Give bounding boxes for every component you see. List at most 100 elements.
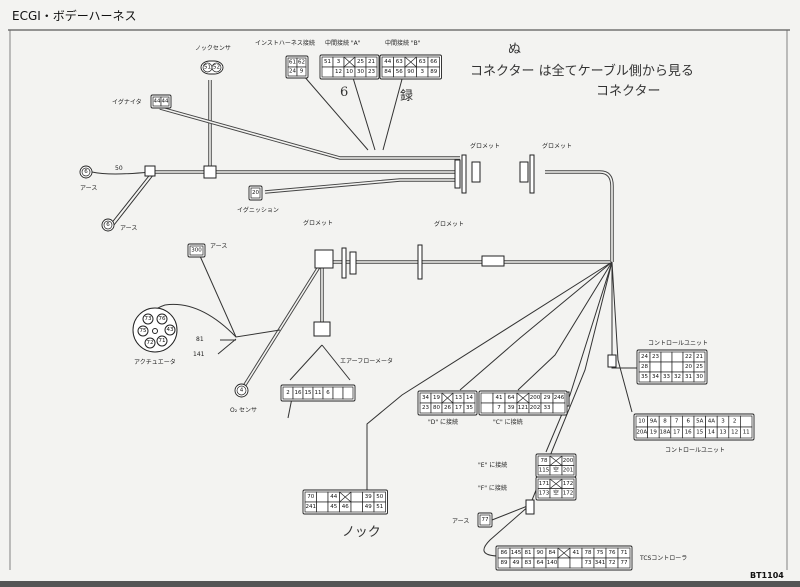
inst-harness-label: インストハーネス接続 <box>255 39 315 47</box>
pin-cell <box>740 415 753 428</box>
pin-cell <box>81 167 91 177</box>
pin-label: 202 <box>530 405 541 411</box>
pin-label: 75 <box>597 550 604 556</box>
pin-label: 空 <box>553 488 559 496</box>
pin-label: 341 <box>595 560 606 566</box>
pin-cell <box>189 245 204 256</box>
pin-label: 4A <box>708 419 715 425</box>
pin-label: 41 <box>496 395 503 401</box>
pin-cell <box>480 402 494 414</box>
pin-label: 26 <box>444 405 451 411</box>
pin-label: 7 <box>497 405 501 411</box>
pin-cell <box>740 426 753 439</box>
pin-label: 11 <box>743 430 750 436</box>
pin-cell <box>660 351 673 363</box>
pin-label: 50 <box>376 494 383 500</box>
pin-label: 64 <box>537 560 544 566</box>
pin-label: 15 <box>305 390 312 396</box>
connector-earth300: 300 <box>187 243 206 258</box>
pin-label: 72 <box>147 340 154 346</box>
pin-label: 33 <box>663 374 670 380</box>
pin-label: 46 <box>342 504 349 510</box>
pin-label: 70 <box>307 494 314 500</box>
pin-label: 200 <box>563 458 574 464</box>
pin-cell <box>296 66 307 77</box>
pin-label: 11 <box>315 390 322 396</box>
earth-label-1: アース <box>80 185 97 192</box>
pin-cell <box>671 361 684 373</box>
pin-label: 64 <box>508 395 515 401</box>
pin-cell <box>316 491 329 503</box>
pin-label: 78 <box>585 550 592 556</box>
pin-label: 29 <box>544 395 551 401</box>
pin-label: 83 <box>525 560 532 566</box>
pin-label: 121 <box>518 405 529 411</box>
control-unit-label-1: コントロールユニット <box>648 340 708 347</box>
pin-label: 21 <box>696 354 703 360</box>
connector-o2: 4 <box>234 383 249 398</box>
empty-pin-mark <box>557 547 571 559</box>
pin-label: 28 <box>641 364 648 370</box>
pin-label: 241 <box>306 504 317 510</box>
pin-label: 12 <box>335 69 342 75</box>
pin-label: 10 <box>346 69 353 75</box>
pin-label: 44 <box>330 494 337 500</box>
pin-label: 20 <box>252 190 259 196</box>
actuator-label: アクチュエータ <box>134 358 176 366</box>
pin-label: 23 <box>422 405 429 411</box>
pin-label: 44 <box>162 99 169 105</box>
pin-label: 31 <box>685 374 692 380</box>
actuator-pin <box>142 313 154 325</box>
pin-cell <box>316 501 329 513</box>
pin-label: 6 <box>686 419 690 425</box>
grommets <box>144 154 617 515</box>
pin-cell <box>365 66 378 78</box>
pin-cell <box>557 557 571 569</box>
actuator-pin <box>156 335 168 347</box>
pin-label: 77 <box>482 517 489 523</box>
handwriting-kanji: 録 <box>400 89 413 104</box>
pin-label: 2 <box>286 390 290 396</box>
pin-label: 62 <box>298 60 305 66</box>
earth-label-3: アース <box>210 243 227 250</box>
pin-cell <box>463 402 476 414</box>
pin-label: 25 <box>357 59 364 65</box>
pin-label: 115 <box>539 467 550 473</box>
connector-ignition: 20 <box>248 185 263 201</box>
tcs-controller-label: TCSコントローラ <box>639 555 687 562</box>
pin-cell <box>649 361 662 373</box>
pin-label: 16 <box>295 390 302 396</box>
pin-cell <box>671 351 684 363</box>
handwriting-note-2: コネクター <box>596 84 660 99</box>
pin-label: 51 <box>376 504 383 510</box>
pin-label: 23 <box>368 69 375 75</box>
empty-pin-mark <box>516 392 530 404</box>
labels: ノックセンサ インストハーネス接続 中間接続 "A" 中間接続 "B" イグナイ… <box>80 39 725 562</box>
pin-label: 23 <box>652 354 659 360</box>
pin-label: 76 <box>159 316 166 322</box>
pin-cell <box>569 557 583 569</box>
igniter-label: イグナイタ <box>112 98 142 106</box>
connect-d-label: "D" に接続 <box>428 418 458 426</box>
connector-earth2: 6 <box>101 218 115 232</box>
pin-label: 73 <box>145 316 152 322</box>
pin-label: 30 <box>696 374 703 380</box>
pin-81-label: 81 <box>196 336 204 343</box>
actuator-pin <box>164 324 176 336</box>
pin-cell <box>561 465 575 476</box>
pin-label: 172 <box>563 490 574 496</box>
connect-f-label: "F" に接続 <box>478 484 507 492</box>
pin-label: 145 <box>511 550 522 556</box>
empty-pin-mark <box>441 392 454 404</box>
pin-label: 20A <box>636 430 647 436</box>
handwriting-mark: ぬ <box>508 42 521 57</box>
pin-label: 25 <box>696 364 703 370</box>
actuator-pin <box>137 325 149 337</box>
pin-label: 34 <box>652 374 659 380</box>
empty-pin-mark <box>404 56 417 68</box>
